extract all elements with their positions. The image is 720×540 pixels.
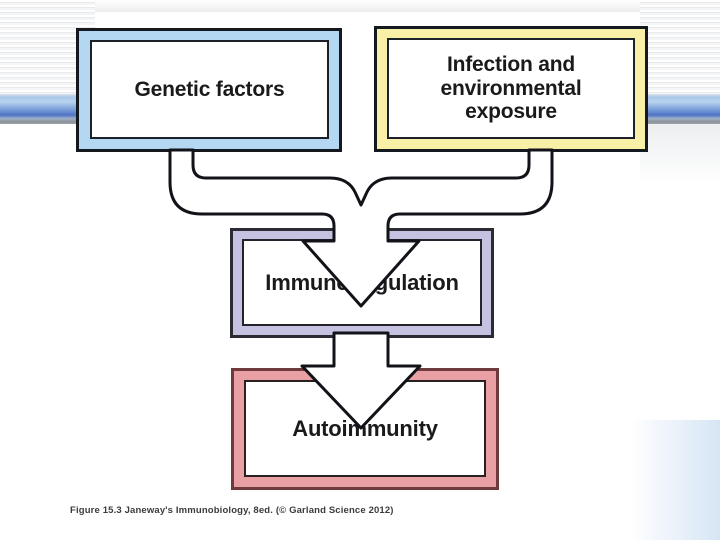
- node-genetic-factors-label: Genetic factors: [134, 77, 285, 101]
- node-genetic-factors-inner: Genetic factors: [90, 40, 329, 139]
- node-infection-line-1: Infection and: [446, 52, 576, 76]
- node-infection-line-3: exposure: [465, 100, 557, 124]
- node-infection-environment-label: Infection and environmental exposure: [441, 53, 582, 125]
- background-stripes-right: [640, 0, 720, 96]
- node-autoimmunity[interactable]: Autoimmunity: [231, 368, 499, 490]
- node-infection-environment-inner: Infection and environmental exposure: [387, 38, 635, 139]
- node-infection-environment[interactable]: Infection and environmental exposure: [374, 26, 648, 152]
- background-glow-upper-right: [640, 124, 720, 184]
- node-genetic-factors[interactable]: Genetic factors: [76, 28, 342, 152]
- background-top-strip: [0, 0, 720, 12]
- node-infection-line-2: environmental: [440, 76, 582, 100]
- background-glow-lower-right: [630, 420, 720, 540]
- background-blue-band-right: [640, 94, 720, 124]
- figure-caption: Figure 15.3 Janeway's Immunobiology, 8ed…: [70, 505, 394, 516]
